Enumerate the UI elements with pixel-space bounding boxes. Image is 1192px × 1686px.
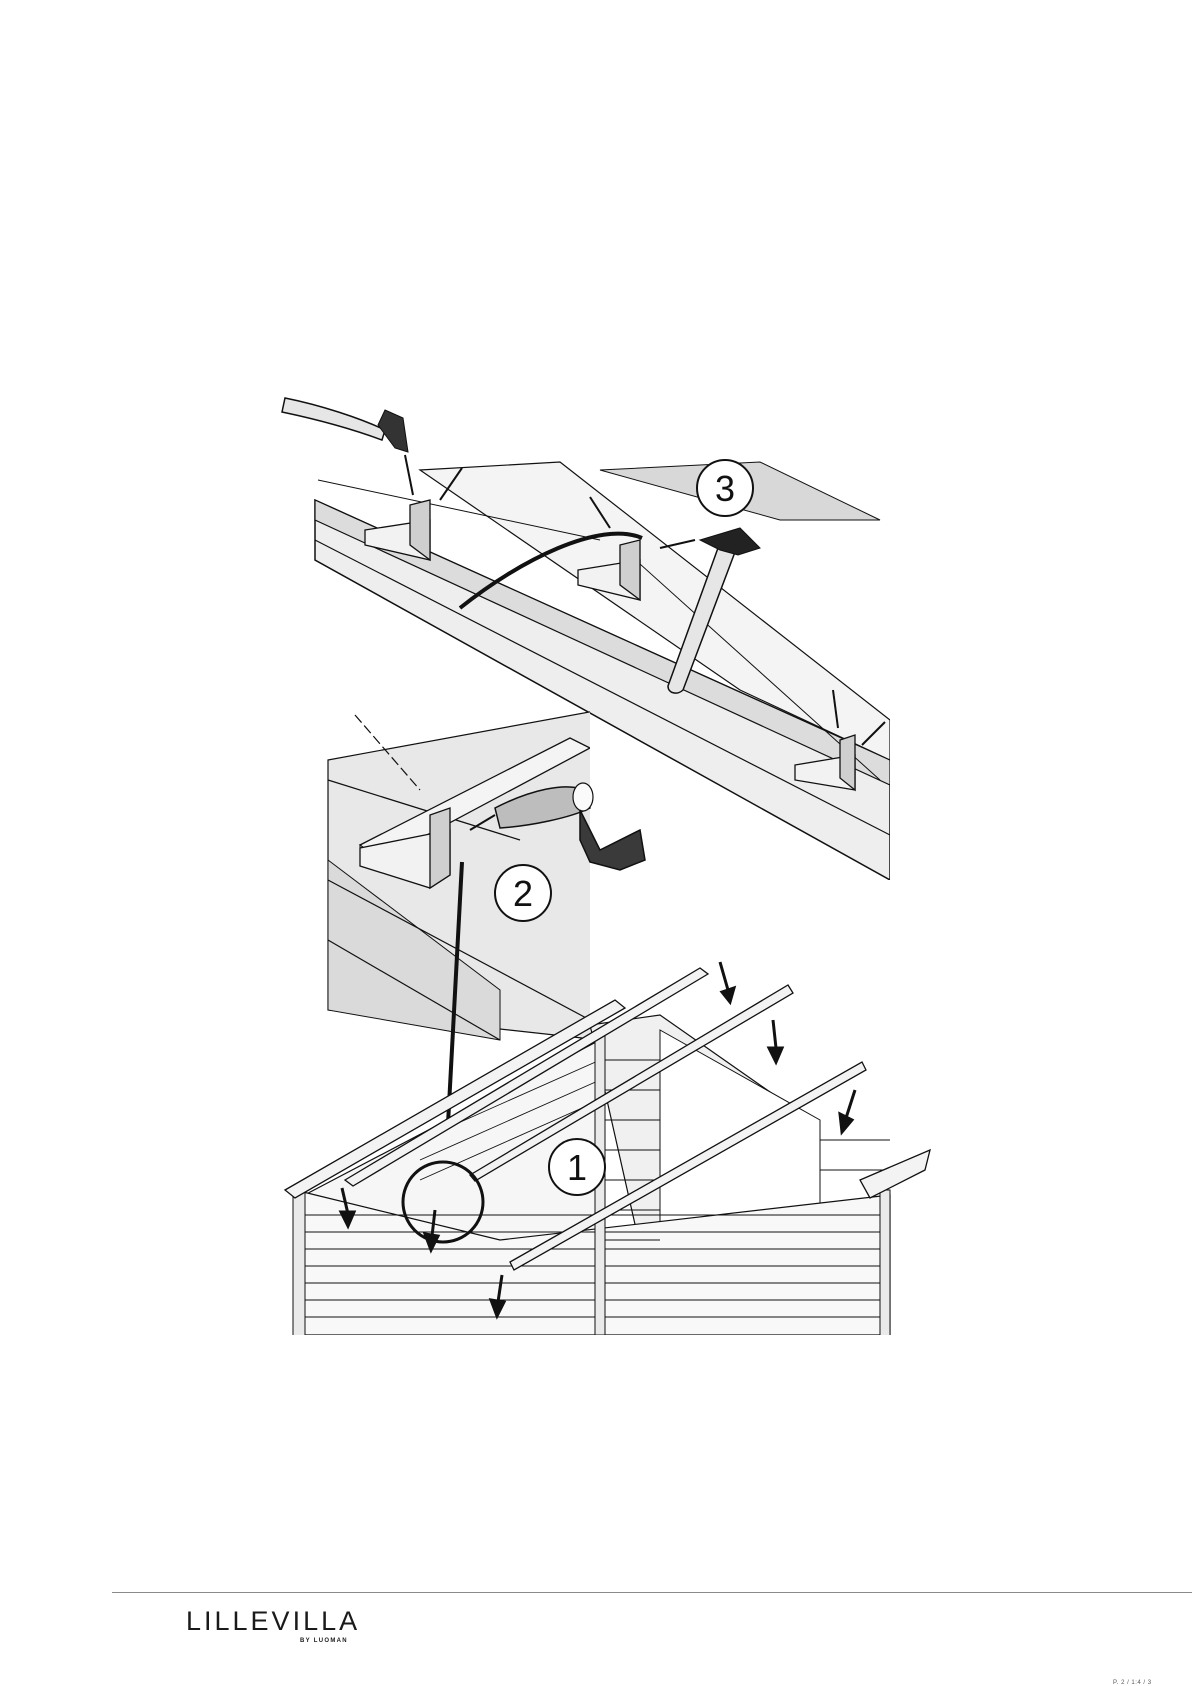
brand-name: LILLEVILLA: [186, 1606, 360, 1636]
roof-assembly-step-1: [285, 968, 930, 1340]
step-2-label: 2: [513, 873, 533, 914]
brand-sub: BY LUOMAN: [300, 1637, 348, 1645]
step-1-label: 1: [567, 1147, 587, 1188]
assembly-illustration: 3 2: [0, 0, 1192, 1400]
brand-logo: LILLEVILLA BY LUOMAN: [186, 1606, 366, 1650]
step-3-label: 3: [715, 468, 735, 509]
hammer-icon: [282, 398, 408, 452]
roof-detail-step-2: [328, 710, 600, 1040]
step-1-marker: 1: [549, 1139, 605, 1195]
page-reference: P. 2 / 1:4 / 3: [1113, 1680, 1152, 1686]
step-2-marker: 2: [495, 865, 551, 921]
footer-divider: [112, 1592, 1192, 1593]
step-3-marker: 3: [697, 460, 753, 516]
